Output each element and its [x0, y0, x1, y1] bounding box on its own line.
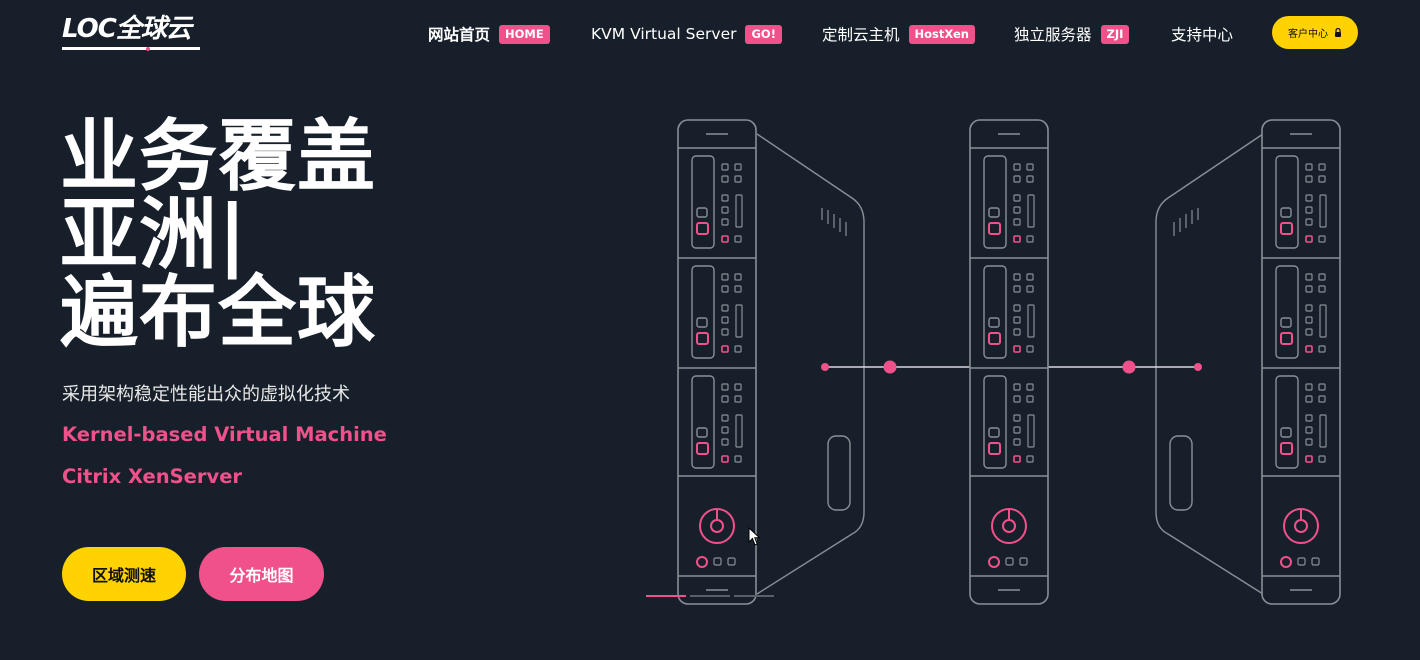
- nav-badge: HOME: [499, 24, 550, 44]
- logo-dot: [146, 47, 150, 51]
- mouse-cursor-icon: [748, 527, 761, 546]
- headline-line: 遍布全球: [60, 268, 377, 358]
- client-center-label: 客户中心: [1288, 29, 1328, 40]
- nav-badge: ZJI: [1100, 24, 1130, 44]
- client-center-button[interactable]: 客户中心: [1272, 16, 1358, 49]
- nav-item-kvm[interactable]: KVM Virtual Server GO!: [591, 22, 782, 46]
- distribution-map-button[interactable]: 分布地图: [199, 547, 324, 601]
- nav-item-label: 定制云主机: [822, 26, 900, 44]
- headline-line: 业务覆盖: [60, 112, 377, 202]
- nav-item-custom-cloud[interactable]: 定制云主机 HostXen: [822, 22, 975, 46]
- nav-item-label: KVM Virtual Server: [591, 25, 737, 43]
- nav-badge: GO!: [745, 24, 782, 44]
- nav-item-label: 网站首页: [428, 26, 491, 44]
- server-illustration: [646, 100, 1370, 620]
- hero-feature-xen: Citrix XenServer: [62, 465, 243, 488]
- lock-icon: [1335, 28, 1341, 37]
- headline-line: 亚洲|: [60, 190, 248, 280]
- speed-test-button[interactable]: 区域测速: [62, 547, 186, 601]
- main-nav: 网站首页 HOME KVM Virtual Server GO! 定制云主机 H…: [0, 22, 1420, 46]
- hero-feature-kvm: Kernel-based Virtual Machine: [62, 423, 387, 446]
- nav-item-dedicated[interactable]: 独立服务器 ZJI: [1014, 22, 1130, 46]
- hero-subtitle: 采用架构稳定性能出众的虚拟化技术: [62, 384, 350, 405]
- nav-badge: HostXen: [908, 24, 975, 44]
- nav-item-support[interactable]: 支持中心: [1171, 22, 1233, 46]
- logo-text: LOC全球云: [62, 14, 192, 44]
- nav-item-label: 支持中心: [1171, 26, 1234, 44]
- nav-item-label: 独立服务器: [1014, 26, 1092, 44]
- logo-underline: [62, 47, 200, 50]
- hero-headline: 业务覆盖 亚洲| 遍布全球: [60, 118, 400, 352]
- nav-item-home[interactable]: 网站首页 HOME: [428, 22, 550, 46]
- logo[interactable]: LOC全球云: [62, 14, 204, 51]
